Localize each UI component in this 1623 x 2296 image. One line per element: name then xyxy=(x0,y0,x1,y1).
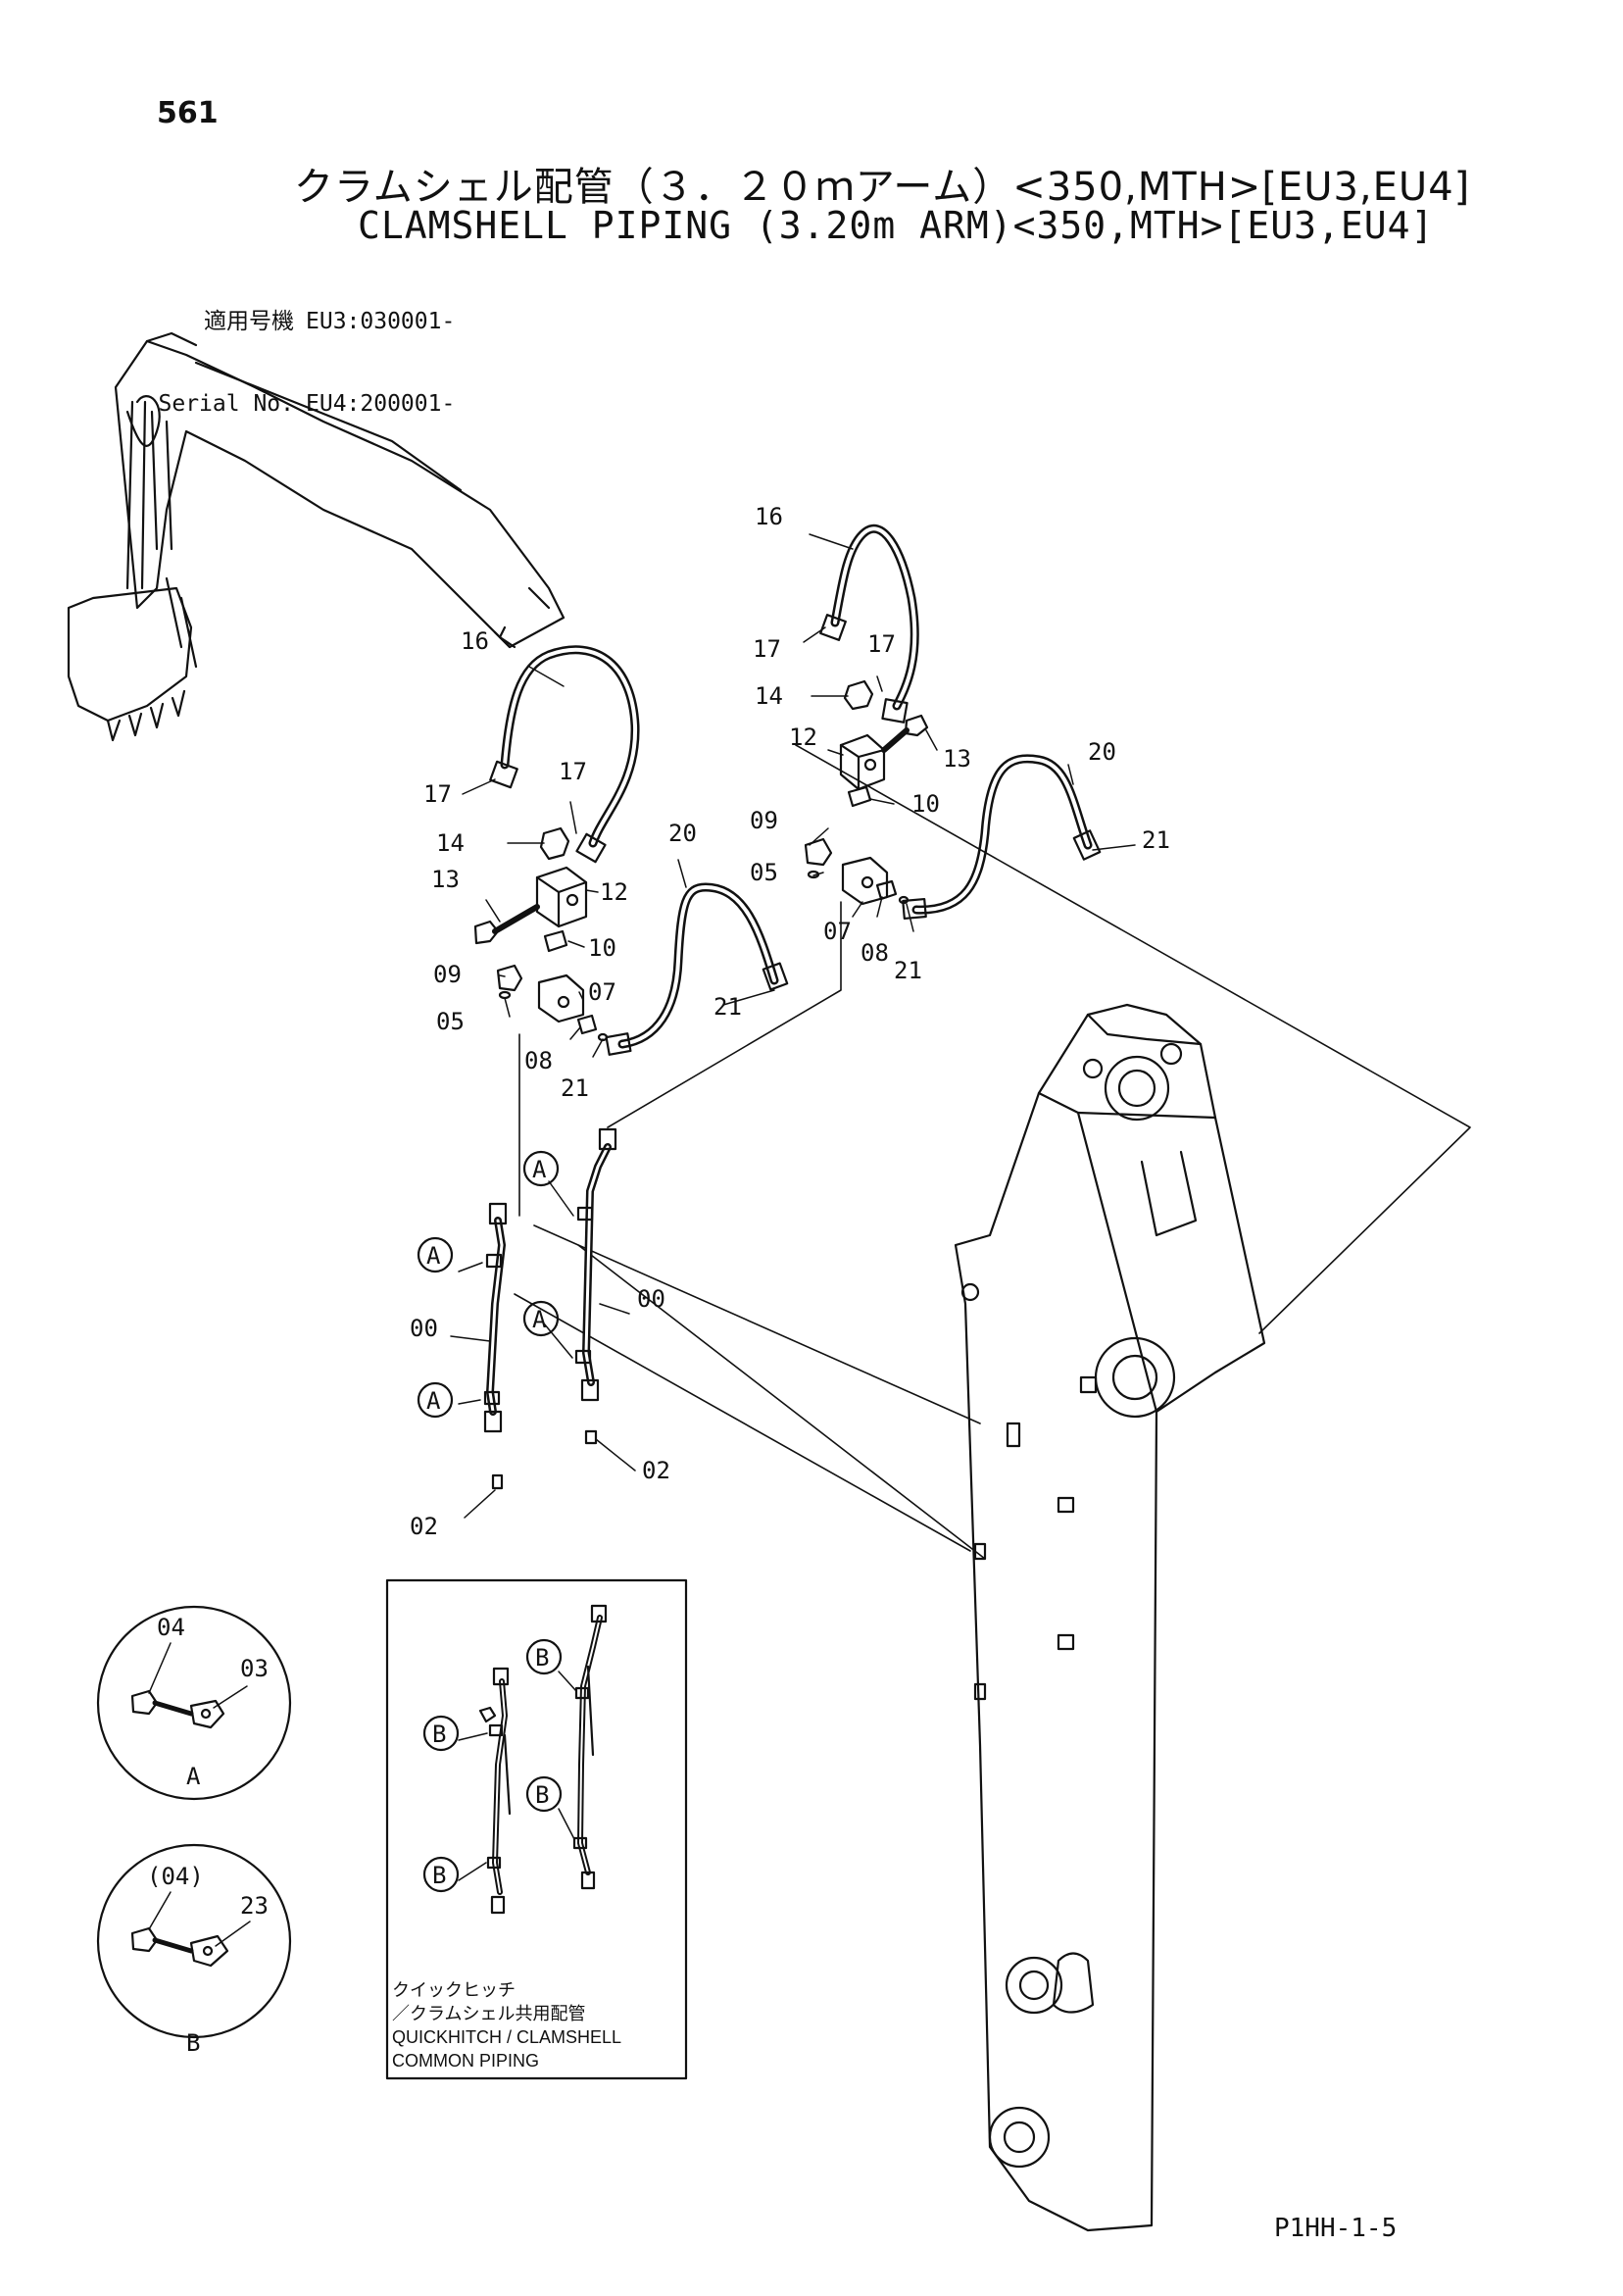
callout-14-left: 14 xyxy=(436,829,465,857)
callout-17-right-b: 17 xyxy=(867,630,896,658)
steel-pipes xyxy=(483,1127,617,1490)
callout-05-right: 05 xyxy=(750,859,778,886)
callout-17-left-a: 17 xyxy=(423,780,452,808)
callout-08-right: 08 xyxy=(861,939,889,967)
page-number: 561 xyxy=(157,96,219,130)
serial-value-1: EU3:030001- xyxy=(306,309,456,334)
callout-10-right: 10 xyxy=(911,790,940,818)
balloon-A-1: A xyxy=(532,1156,547,1183)
right-valve-assembly xyxy=(804,524,1102,921)
serial-value-2: EU4:200001- xyxy=(306,391,456,417)
reference-lines xyxy=(514,744,1471,1560)
balloon-B-2: B xyxy=(432,1721,446,1748)
balloon-A-4: A xyxy=(426,1387,441,1415)
callout-08-left: 08 xyxy=(524,1047,553,1074)
callout-21-left-b: 21 xyxy=(713,993,742,1021)
excavator-thumbnail xyxy=(67,331,566,742)
callout-21-right-a: 21 xyxy=(1142,826,1170,854)
arm-outline xyxy=(954,1003,1266,2232)
balloon-B-3: B xyxy=(535,1781,549,1809)
callout-13-left: 13 xyxy=(431,866,460,893)
balloon-A-3: A xyxy=(532,1306,547,1333)
callout-09-right: 09 xyxy=(750,807,778,834)
callout-12-right: 12 xyxy=(789,724,817,751)
inset-caption-en-2: COMMON PIPING xyxy=(392,2051,540,2071)
detail-B-callout-04: (04) xyxy=(147,1863,204,1890)
title-japanese: クラムシェル配管（３．２０ｍアーム）<350,MTH>[EU3,EU4] xyxy=(294,165,1471,210)
balloon-B-1: B xyxy=(535,1644,549,1672)
left-valve-assembly xyxy=(473,645,789,1056)
callout-00-right: 00 xyxy=(637,1285,665,1313)
callout-02-right: 02 xyxy=(642,1457,670,1484)
detail-A-label: A xyxy=(186,1763,201,1790)
callout-02-left: 02 xyxy=(410,1513,438,1540)
callout-09-left: 09 xyxy=(433,961,462,988)
callout-16-right: 16 xyxy=(755,503,783,530)
callout-07-right: 07 xyxy=(823,918,852,945)
inset-caption-jp-1: クイックヒッチ xyxy=(392,1980,516,2000)
callout-20-left: 20 xyxy=(668,820,697,847)
footer-code: P1HH-1-5 xyxy=(1274,2214,1398,2243)
detail-A xyxy=(96,1605,292,1801)
callout-07-left: 07 xyxy=(588,978,616,1006)
balloon-circles xyxy=(417,1150,563,1893)
callout-05-left: 05 xyxy=(436,1008,465,1035)
serial-block: 適用号機 EU3:030001- Serial No. EU4:200001- xyxy=(157,253,456,445)
balloon-B-4: B xyxy=(432,1862,446,1889)
callout-20-right: 20 xyxy=(1088,738,1116,766)
callout-leaders xyxy=(148,533,1136,1947)
serial-label-jp: 適用号機 xyxy=(204,309,294,334)
callout-12-left: 12 xyxy=(600,878,628,906)
callout-17-right-a: 17 xyxy=(753,635,781,663)
callout-16-left: 16 xyxy=(461,627,489,655)
callout-14-right: 14 xyxy=(755,682,783,710)
callout-21-right-b: 21 xyxy=(894,957,922,984)
inset-caption-jp-2: ／クラムシェル共用配管 xyxy=(392,2004,586,2023)
callout-00-left: 00 xyxy=(410,1315,438,1342)
inset-caption-en-1: QUICKHITCH / CLAMSHELL xyxy=(392,2027,622,2047)
inset-caption: クイックヒッチ ／クラムシェル共用配管 QUICKHITCH / CLAMSHE… xyxy=(392,1978,621,2072)
detail-A-callout-04: 04 xyxy=(157,1614,185,1641)
callout-17-left-b: 17 xyxy=(559,758,587,785)
inset-box xyxy=(385,1578,688,2080)
detail-B-callout-23: 23 xyxy=(240,1892,269,1920)
serial-label-en: Serial No. xyxy=(158,391,294,417)
balloon-A-2: A xyxy=(426,1242,441,1270)
detail-A-callout-03: 03 xyxy=(240,1655,269,1682)
callout-21-left-a: 21 xyxy=(561,1074,589,1102)
title-english: CLAMSHELL PIPING (3.20m ARM)<350,MTH>[EU… xyxy=(358,204,1435,247)
detail-B xyxy=(96,1843,292,2039)
callout-13-right: 13 xyxy=(943,745,971,773)
callout-labels: 16 17 17 14 13 12 10 09 05 07 08 21 20 2… xyxy=(147,503,1170,2057)
detail-B-label: B xyxy=(186,2029,200,2057)
callout-10-left: 10 xyxy=(588,934,616,962)
